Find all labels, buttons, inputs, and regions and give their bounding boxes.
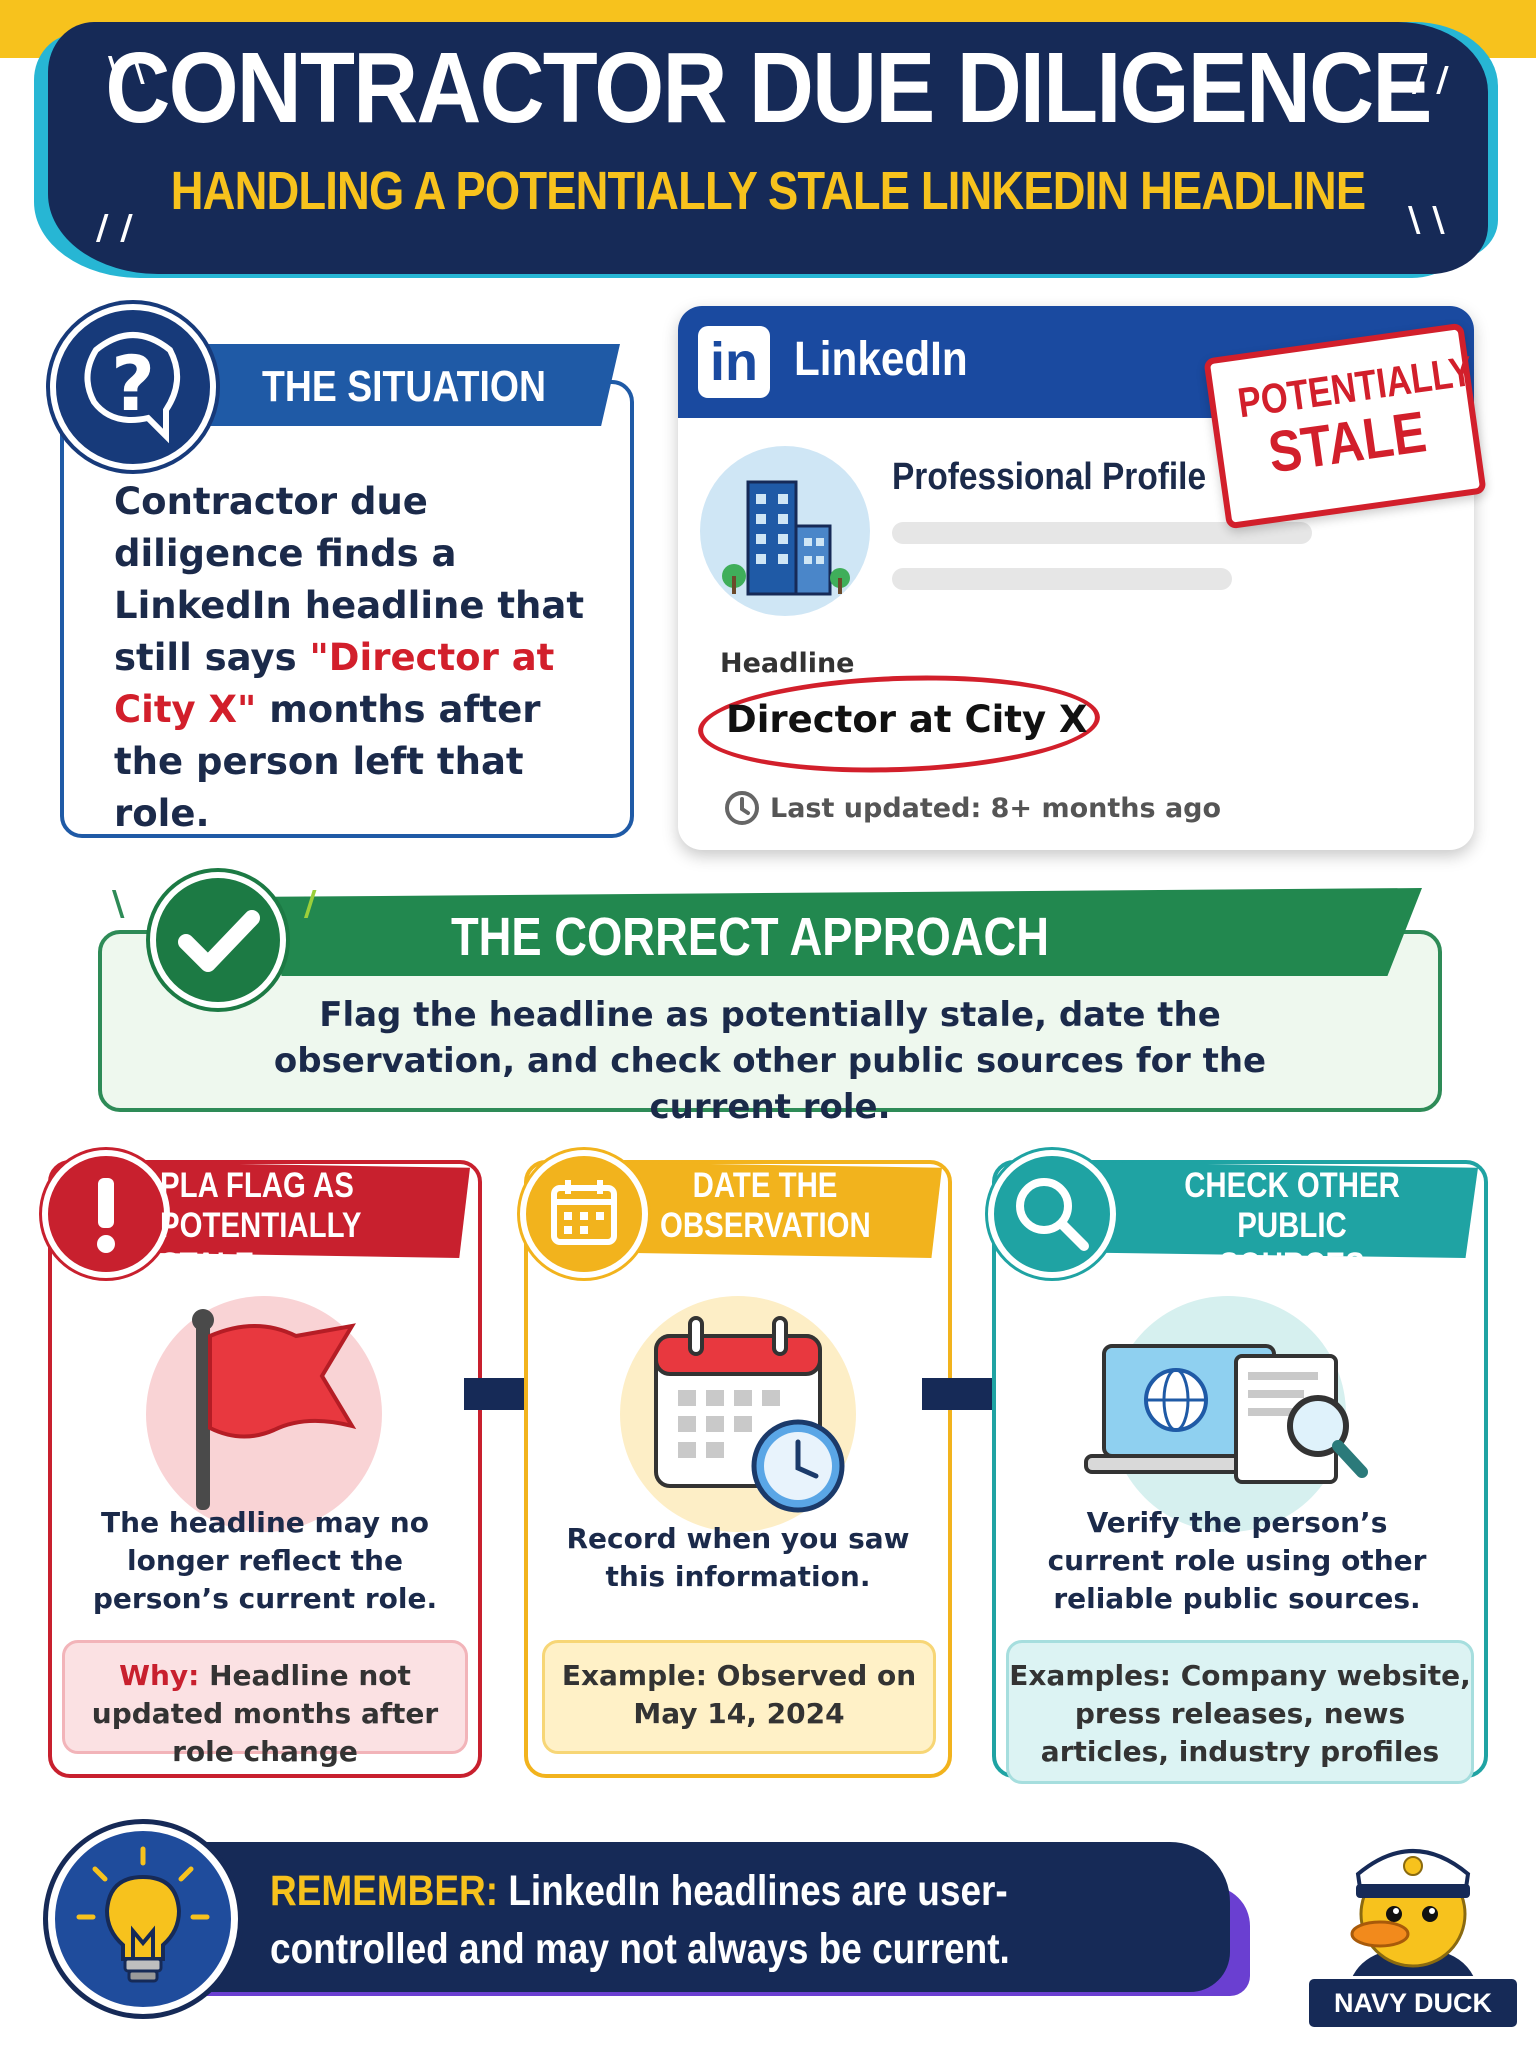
placeholder-line [892, 568, 1232, 590]
spark-decoration: \ [112, 884, 125, 924]
step-flag-description: The headline may no longer reflect the p… [92, 1506, 438, 1615]
remember-body: LinkedIn headlines are user-controlled a… [270, 1867, 1010, 1973]
step-date-description: Record when you saw this information. [566, 1522, 910, 1593]
situation-text-before: Contractor due diligence finds a LinkedI… [114, 480, 585, 679]
step-sources-banner [1062, 1162, 1478, 1258]
remember-lead: REMEMBER: [270, 1867, 499, 1915]
approach-title: THE CORRECT APPROACH [450, 907, 1050, 967]
step-date-note: Example: Observed on May 14, 2024 [542, 1640, 936, 1754]
step-flag-note-text: Headline not updated months after role c… [91, 1659, 439, 1768]
remember-text: REMEMBER: LinkedIn headlines are user-co… [270, 1862, 1078, 1978]
building-icon [700, 446, 870, 616]
spark-decoration: \ \ [1408, 200, 1445, 240]
step-flag-note: Why: Headline not updated months after r… [62, 1640, 468, 1768]
calendar-clock-icon [620, 1296, 856, 1532]
last-updated-text: Last updated: 8+ months ago [770, 792, 1222, 824]
exclamation-icon [42, 1150, 170, 1278]
situation-title: THE SITUATION [262, 362, 546, 411]
step-sources-title-line1: CHECK OTHER PUBLIC [1184, 1166, 1400, 1245]
step-sources-note-lead: Examples: [1009, 1659, 1171, 1692]
step-flag-title-line2: POTENTIALLY STALE [160, 1206, 361, 1285]
placeholder-line [892, 522, 1312, 544]
headline-label: Headline [720, 648, 855, 679]
step-sources-title-line2: SOURCES [1219, 1246, 1365, 1285]
situation-banner [148, 344, 620, 426]
search-icon [988, 1150, 1116, 1278]
step-date-note-text: Observed on May 14, 2024 [633, 1659, 917, 1730]
header-banner [48, 22, 1488, 274]
situation-text-after: months after the person left that role. [114, 688, 541, 835]
profile-label: Professional Profile [892, 456, 1207, 498]
step-sources-description: Verify the person’s current role using o… [1047, 1506, 1427, 1615]
svg-text:?: ? [111, 339, 155, 428]
spark-decoration: / / [1412, 60, 1449, 100]
situation-text: Contractor due diligence finds a LinkedI… [114, 476, 614, 840]
flag-icon [146, 1296, 382, 1532]
potentially-stale-stamp: POTENTIALLY STALE [1203, 322, 1487, 530]
step-date-title: DATE THE OBSERVATION [660, 1166, 871, 1246]
approach-text: Flag the headline as potentially stale, … [273, 995, 1267, 1127]
step-date-title-line2: OBSERVATION [660, 1206, 871, 1245]
remember-banner [100, 1842, 1230, 1992]
spark-decoration: / [304, 884, 317, 924]
step-flag-title: PLA FLAG AS POTENTIALLY STALE [160, 1166, 429, 1286]
step-sources-note-text: Company website, press releases, news ar… [1040, 1659, 1471, 1768]
check-icon [150, 872, 286, 1008]
linkedin-brand-name: LinkedIn [794, 333, 968, 386]
step-date-title-line1: DATE THE [692, 1166, 838, 1205]
step-sources-note: Examples: Company website, press release… [1006, 1640, 1474, 1784]
step-flag-title-line1: PLA FLAG AS [160, 1166, 354, 1205]
headline-value: Director at City X [726, 698, 1088, 741]
page-title: CONTRACTOR DUE DILIGENCE [105, 32, 1432, 144]
spark-decoration: \ \ [108, 50, 145, 90]
situation-text-highlight: "Director at City X" [114, 636, 555, 731]
step-date-banner [590, 1162, 942, 1258]
page-subtitle: HANDLING A POTENTIALLY STALE LINKEDIN HE… [170, 161, 1366, 221]
spark-decoration: / / [96, 208, 133, 248]
step-date-note-lead: Example: [561, 1659, 707, 1692]
linkedin-logo-icon: in [698, 326, 770, 398]
clock-icon [725, 791, 759, 825]
question-icon: ? [50, 304, 216, 470]
mascot-badge: NAVY DUCK [1306, 1976, 1520, 2030]
last-updated: Last updated: 8+ months ago [724, 790, 1221, 826]
approach-banner [270, 888, 1422, 976]
calendar-icon [520, 1150, 648, 1278]
lightbulb-icon [48, 1824, 238, 2014]
laptop-search-icon [1084, 1296, 1368, 1532]
step-sources-title: CHECK OTHER PUBLIC SOURCES [1149, 1166, 1435, 1286]
step-flag-banner [112, 1162, 470, 1258]
step-flag-note-lead: Why: [119, 1659, 200, 1692]
